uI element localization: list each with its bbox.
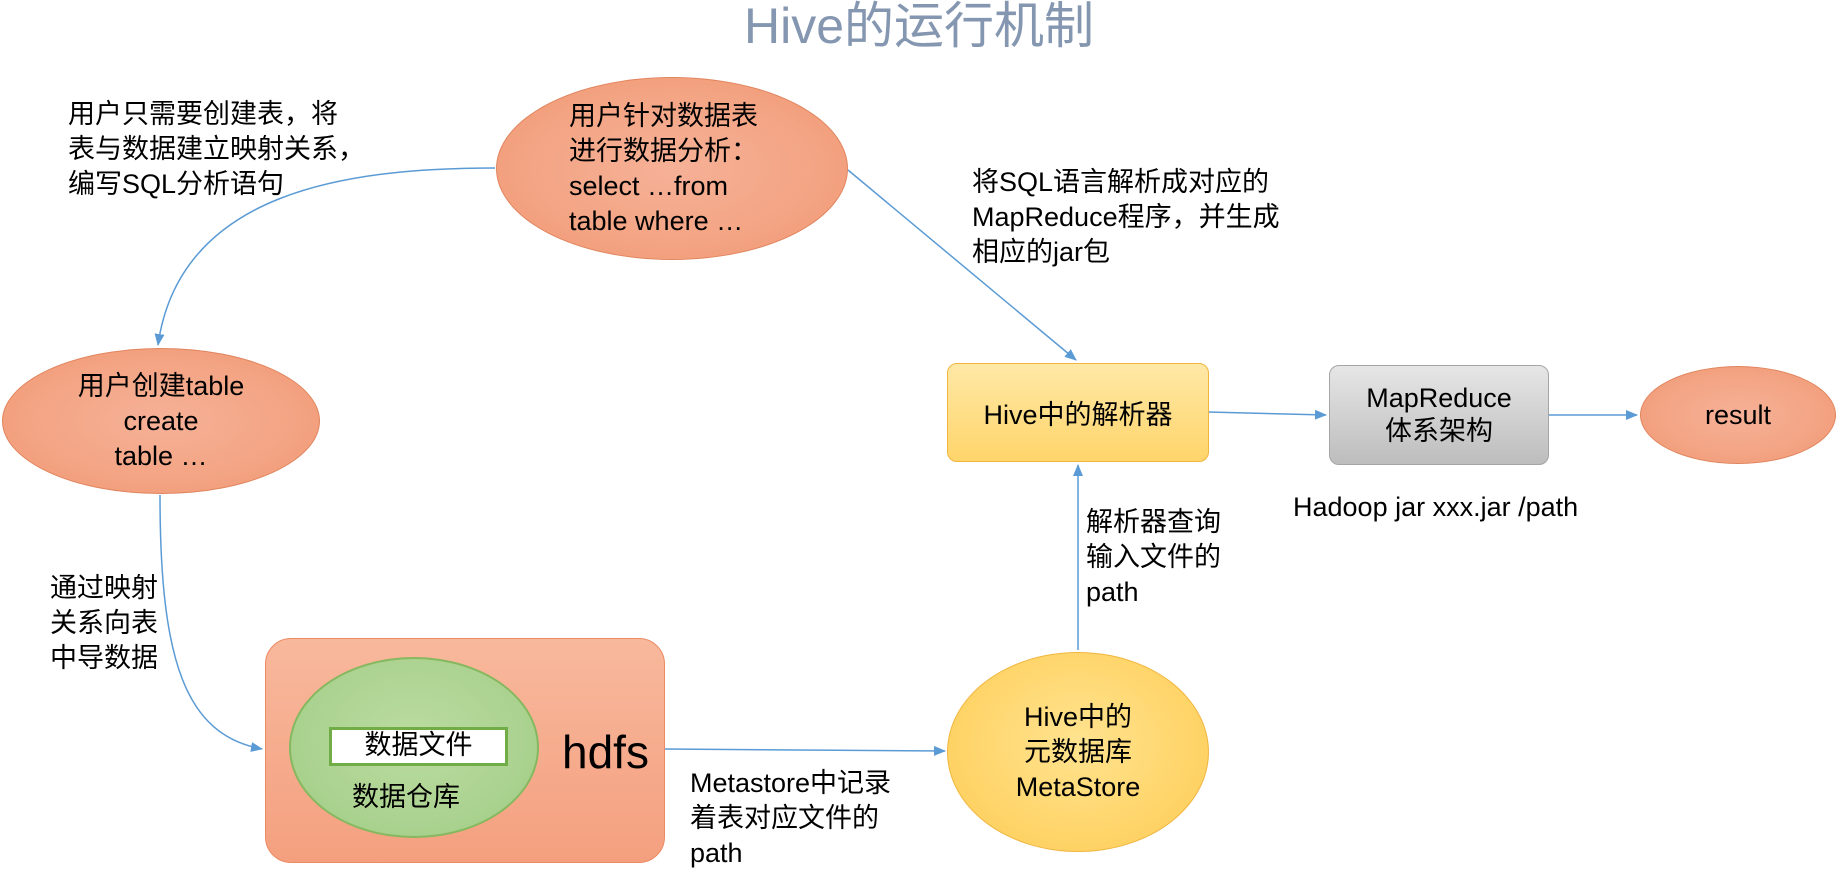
arrow-query-to-parser (847, 169, 1077, 361)
data-warehouse-label: 数据仓库 (352, 782, 460, 812)
mapreduce-line-1: MapReduce (1366, 383, 1512, 413)
query-line-4: table where … (569, 205, 744, 236)
sql-note-line-2: MapReduce程序，并生成 (972, 202, 1280, 232)
page-title: Hive的运行机制 (743, 0, 1095, 54)
metastore-line-3: MetaStore (1015, 771, 1141, 802)
create-note-line-2: 表与数据建立映射关系， (68, 134, 365, 164)
result-label: result (1704, 399, 1772, 430)
parser-label: Hive中的解析器 (983, 400, 1173, 430)
metastore-note-line-2: 着表对应文件的 (690, 803, 879, 833)
create-table-node: 用户创建table create table … (2, 348, 320, 494)
create-note: 用户只需要创建表，将 表与数据建立映射关系， 编写SQL分析语句 (68, 97, 365, 202)
create-table-line-3: table … (114, 440, 208, 471)
query-node: 用户针对数据表 进行数据分析： select …from table where… (496, 77, 848, 260)
arrow-create-to-hdfs (159, 494, 263, 752)
create-table-line-1: 用户创建table (77, 370, 245, 401)
create-note-line-1: 用户只需要创建表，将 (68, 99, 338, 129)
metastore-note-line-3: path (690, 838, 743, 868)
metastore-note: Metastore中记录 着表对应文件的 path (690, 766, 891, 871)
mapreduce-node: MapReduce 体系架构 (1329, 365, 1549, 465)
query-line-3: select …from (569, 170, 729, 201)
query-line-2: 进行数据分析： (569, 135, 758, 166)
metastore-note-line-1: Metastore中记录 (690, 768, 892, 798)
load-note-line-1: 通过映射 (50, 573, 158, 603)
load-note-line-2: 关系向表 (50, 608, 158, 638)
sql-note: 将SQL语言解析成对应的 MapReduce程序，并生成 相应的jar包 (972, 165, 1280, 270)
metastore-line-2: 元数据库 (1024, 736, 1132, 767)
load-note: 通过映射 关系向表 中导数据 (50, 571, 158, 676)
sql-note-line-3: 相应的jar包 (972, 237, 1111, 267)
hadoop-command: Hadoop jar xxx.jar /path (1293, 492, 1579, 522)
data-file-box: 数据文件 (329, 727, 508, 766)
sql-note-line-1: 将SQL语言解析成对应的 (972, 167, 1270, 197)
arrow-hdfs-to-metastore (663, 745, 946, 756)
query-path-line-2: 输入文件的 (1086, 542, 1221, 572)
query-line-1: 用户针对数据表 (569, 100, 758, 131)
query-path-line-3: path (1086, 577, 1139, 607)
query-path-line-1: 解析器查询 (1086, 507, 1221, 537)
metastore-node: Hive中的 元数据库 MetaStore (947, 652, 1209, 852)
create-table-line-2: create (123, 405, 199, 436)
arrow-query-to-create (154, 167, 496, 346)
mapreduce-line-2: 体系架构 (1385, 416, 1493, 446)
metastore-line-1: Hive中的 (1023, 701, 1132, 732)
query-path-note: 解析器查询 输入文件的 path (1086, 505, 1221, 610)
arrow-parser-to-mapreduce (1207, 409, 1327, 420)
result-node: result (1640, 366, 1836, 464)
create-note-line-3: 编写SQL分析语句 (68, 169, 285, 199)
parser-node: Hive中的解析器 (947, 363, 1209, 462)
load-note-line-3: 中导数据 (50, 643, 158, 673)
hdfs-label: hdfs (562, 726, 649, 778)
